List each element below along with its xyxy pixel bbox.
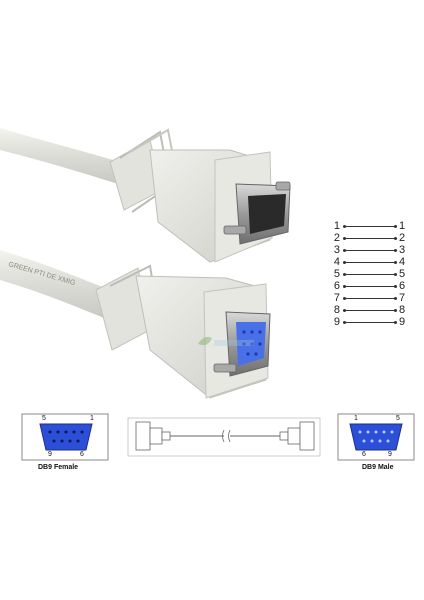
male-pin-label-6: 6 [362,451,366,458]
female-pin-label-9: 9 [48,451,52,458]
db9-male-caption: DB9 Male [362,464,394,471]
female-pin-label-6: 6 [80,451,84,458]
male-pin-label-5: 5 [396,415,400,422]
male-connector-drawing [337,413,415,461]
lower-cable: GREEN PTI DE XMIG [0,250,271,399]
female-pin-label-5: 5 [42,415,46,422]
upper-cable [0,128,291,263]
watermark-logo [198,336,254,346]
female-pin-label-1: 1 [90,415,94,422]
db9-female-caption: DB9 Female [38,464,79,471]
cable-drawing [127,417,321,457]
male-pin-label-9: 9 [388,451,392,458]
male-pin-label-1: 1 [354,415,358,422]
female-connector-drawing [21,413,109,461]
